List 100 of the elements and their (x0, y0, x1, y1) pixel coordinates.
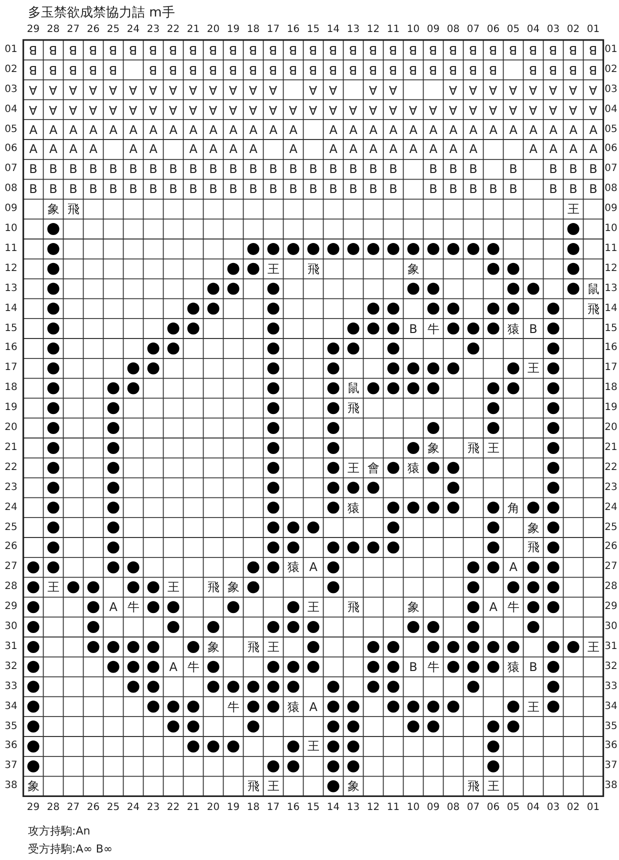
piece-label: B (349, 64, 358, 76)
piece-label: 鼠 (587, 282, 600, 295)
row-number: 30 (4, 622, 18, 632)
piece-label: A (49, 104, 58, 116)
piece-label: A (329, 104, 338, 116)
row-number: 03 (4, 84, 18, 95)
piece-label: B (329, 183, 338, 196)
piece-label: B (149, 163, 158, 176)
piece-label: A (549, 124, 558, 136)
piece-label: B (489, 183, 498, 196)
piece-label: 飛 (67, 203, 80, 216)
piece-label: 猿 (347, 502, 360, 514)
piece-label: B (569, 183, 578, 196)
piece-label: A (389, 84, 398, 96)
row-number: 16 (4, 343, 18, 354)
row-number: 15 (604, 324, 618, 334)
row-number: 09 (604, 204, 618, 214)
row-number: 20 (604, 423, 618, 434)
piece-label: A (389, 104, 398, 116)
piece-label: A (109, 124, 118, 136)
column-number: 04 (526, 25, 540, 35)
row-number: 20 (4, 423, 18, 434)
column-number: 18 (246, 803, 260, 813)
piece-label: A (349, 143, 358, 156)
piece-label: B (529, 44, 538, 56)
piece-label: A (129, 104, 138, 116)
piece-label: B (529, 64, 538, 76)
piece-label: 王 (587, 640, 600, 653)
piece-label: B (29, 44, 38, 56)
row-number: 30 (604, 622, 618, 632)
piece-label: A (469, 84, 478, 96)
piece-label: A (249, 143, 258, 156)
piece-label: B (229, 64, 238, 76)
piece-label: B (289, 183, 298, 196)
piece-label: 王 (567, 203, 580, 216)
piece-label: 猿 (507, 660, 520, 673)
piece-label: A (349, 124, 358, 136)
piece-label: B (449, 163, 458, 176)
piece-label: A (589, 124, 598, 136)
hand-pieces-note: 受方持駒:A∞ B∞ (28, 844, 113, 854)
piece-label: B (209, 183, 218, 196)
row-number: 36 (4, 741, 18, 752)
column-number: 23 (146, 803, 160, 813)
piece-label: B (209, 163, 218, 176)
piece-label: B (269, 183, 278, 196)
row-number: 12 (604, 264, 618, 274)
row-number: 17 (4, 363, 18, 374)
piece-label: B (389, 64, 398, 76)
piece-label: B (109, 64, 118, 76)
column-number: 25 (106, 803, 120, 813)
piece-label: B (249, 183, 258, 196)
piece-label: B (249, 64, 258, 76)
column-number: 21 (186, 803, 200, 813)
piece-label: A (249, 124, 258, 136)
column-number: 20 (206, 803, 220, 813)
piece-label: A (469, 124, 478, 136)
piece-label: B (89, 163, 98, 176)
piece-label: A (169, 660, 178, 673)
column-number: 17 (266, 803, 280, 813)
row-number: 38 (604, 781, 618, 792)
piece-label: B (349, 44, 358, 56)
piece-label: B (469, 44, 478, 56)
column-number: 02 (566, 25, 580, 35)
piece-label: A (529, 84, 538, 96)
piece-label: A (549, 143, 558, 156)
column-number: 01 (586, 803, 600, 813)
piece-label: B (509, 183, 518, 196)
piece-label: B (329, 163, 338, 176)
piece-label: B (129, 183, 138, 196)
piece-label: 鼠 (347, 382, 360, 394)
piece-label: A (249, 84, 258, 96)
piece-label: B (369, 64, 378, 76)
piece-label: A (309, 104, 318, 116)
column-number: 14 (326, 803, 340, 813)
column-number: 16 (286, 803, 300, 813)
piece-label: A (269, 104, 278, 116)
row-number: 17 (604, 363, 618, 374)
row-number: 23 (604, 482, 618, 493)
piece-label: 王 (267, 640, 280, 653)
piece-label: A (509, 104, 518, 116)
column-number: 28 (46, 25, 60, 35)
piece-label: A (349, 104, 358, 116)
title: 多玉禁欲成禁協力詰 m手 (28, 6, 175, 20)
piece-label: A (49, 143, 58, 156)
row-number: 02 (604, 64, 618, 75)
piece-label: A (109, 104, 118, 116)
row-number: 29 (4, 602, 18, 612)
column-number: 25 (106, 25, 120, 35)
piece-label: A (69, 84, 78, 96)
piece-label: B (369, 163, 378, 176)
column-number: 08 (446, 25, 460, 35)
piece-label: A (89, 143, 98, 156)
row-number: 32 (4, 662, 18, 672)
piece-label: A (149, 84, 158, 96)
row-number: 13 (604, 284, 618, 294)
column-number: 28 (46, 803, 60, 813)
piece-label: 飛 (247, 780, 260, 792)
row-number: 05 (4, 124, 18, 135)
piece-label: B (429, 183, 438, 196)
row-number: 07 (4, 164, 18, 174)
